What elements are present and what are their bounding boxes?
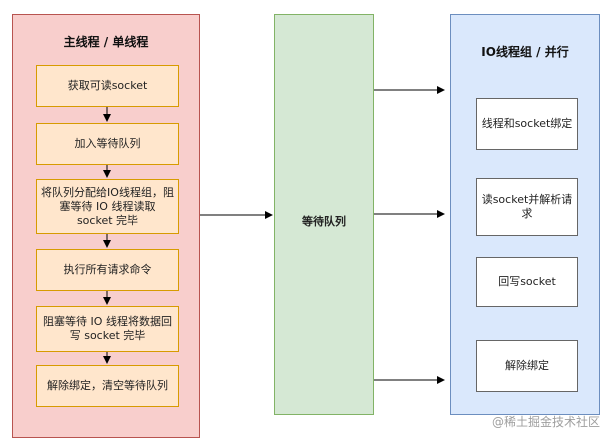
step-wait-io-write: 阻塞等待 IO 线程将数据回写 socket 完毕 — [36, 306, 179, 352]
io-thread-group-title: IO线程组 / 并行 — [481, 45, 569, 59]
step-assign-io-threads-read: 将队列分配给IO线程组，阻塞等待 IO 线程读取 socket 完毕 — [36, 179, 179, 234]
io-step-unbind: 解除绑定 — [476, 340, 578, 392]
step-get-readable-socket: 获取可读socket — [36, 65, 179, 107]
waiting-queue-label: 等待队列 — [302, 215, 346, 228]
io-step-write-socket: 回写socket — [476, 257, 578, 307]
main-thread-title: 主线程 / 单线程 — [63, 35, 149, 49]
step-add-to-queue: 加入等待队列 — [36, 123, 179, 165]
io-step-read-parse: 读socket并解析请求 — [476, 178, 578, 236]
watermark: @稀土掘金技术社区 — [491, 415, 600, 429]
step-unbind-clear-queue: 解除绑定，清空等待队列 — [36, 365, 179, 407]
io-step-bind-socket: 线程和socket绑定 — [476, 98, 578, 150]
waiting-queue-column: 等待队列 — [274, 14, 374, 415]
step-execute-commands: 执行所有请求命令 — [36, 249, 179, 291]
